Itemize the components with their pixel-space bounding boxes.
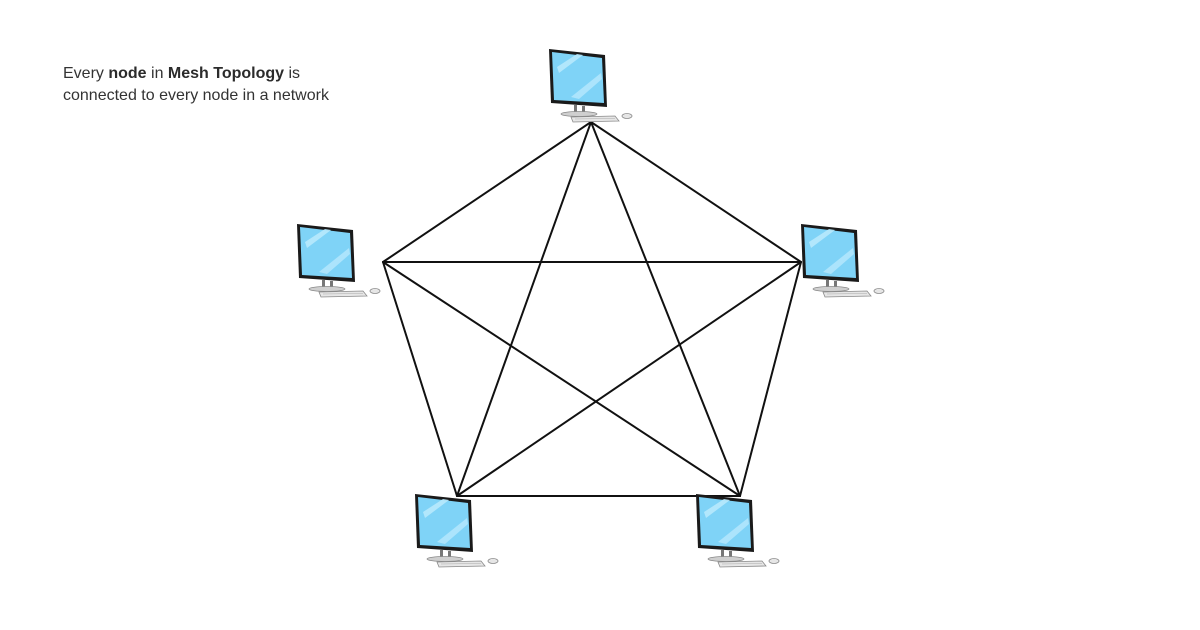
link-right-bottom-left <box>456 261 802 497</box>
link-right-bottom-right <box>739 261 802 497</box>
link-left-bottom-left <box>382 261 458 497</box>
computer-bottom-left-icon <box>414 493 499 568</box>
caption-text: is <box>284 65 301 82</box>
link-top-right <box>590 121 802 263</box>
link-top-bottom-right <box>590 121 741 497</box>
caption-bold-mesh-topology: Mesh Topology <box>167 65 285 82</box>
link-top-bottom-left <box>456 121 592 497</box>
mesh-links <box>382 121 802 497</box>
link-left-bottom-right <box>382 261 741 497</box>
computer-right-icon <box>800 223 885 298</box>
caption-bold-node: node <box>108 65 147 82</box>
caption-text: Every <box>63 65 109 82</box>
link-top-left <box>382 121 592 263</box>
caption-text: in <box>146 65 168 82</box>
computer-top-icon <box>548 48 633 123</box>
computer-bottom-right-icon <box>695 493 780 568</box>
caption-line-2: connected to every node in a network <box>63 87 329 104</box>
computer-left-icon <box>296 223 381 298</box>
diagram-caption: Every node in Mesh Topology is connected … <box>63 63 423 107</box>
